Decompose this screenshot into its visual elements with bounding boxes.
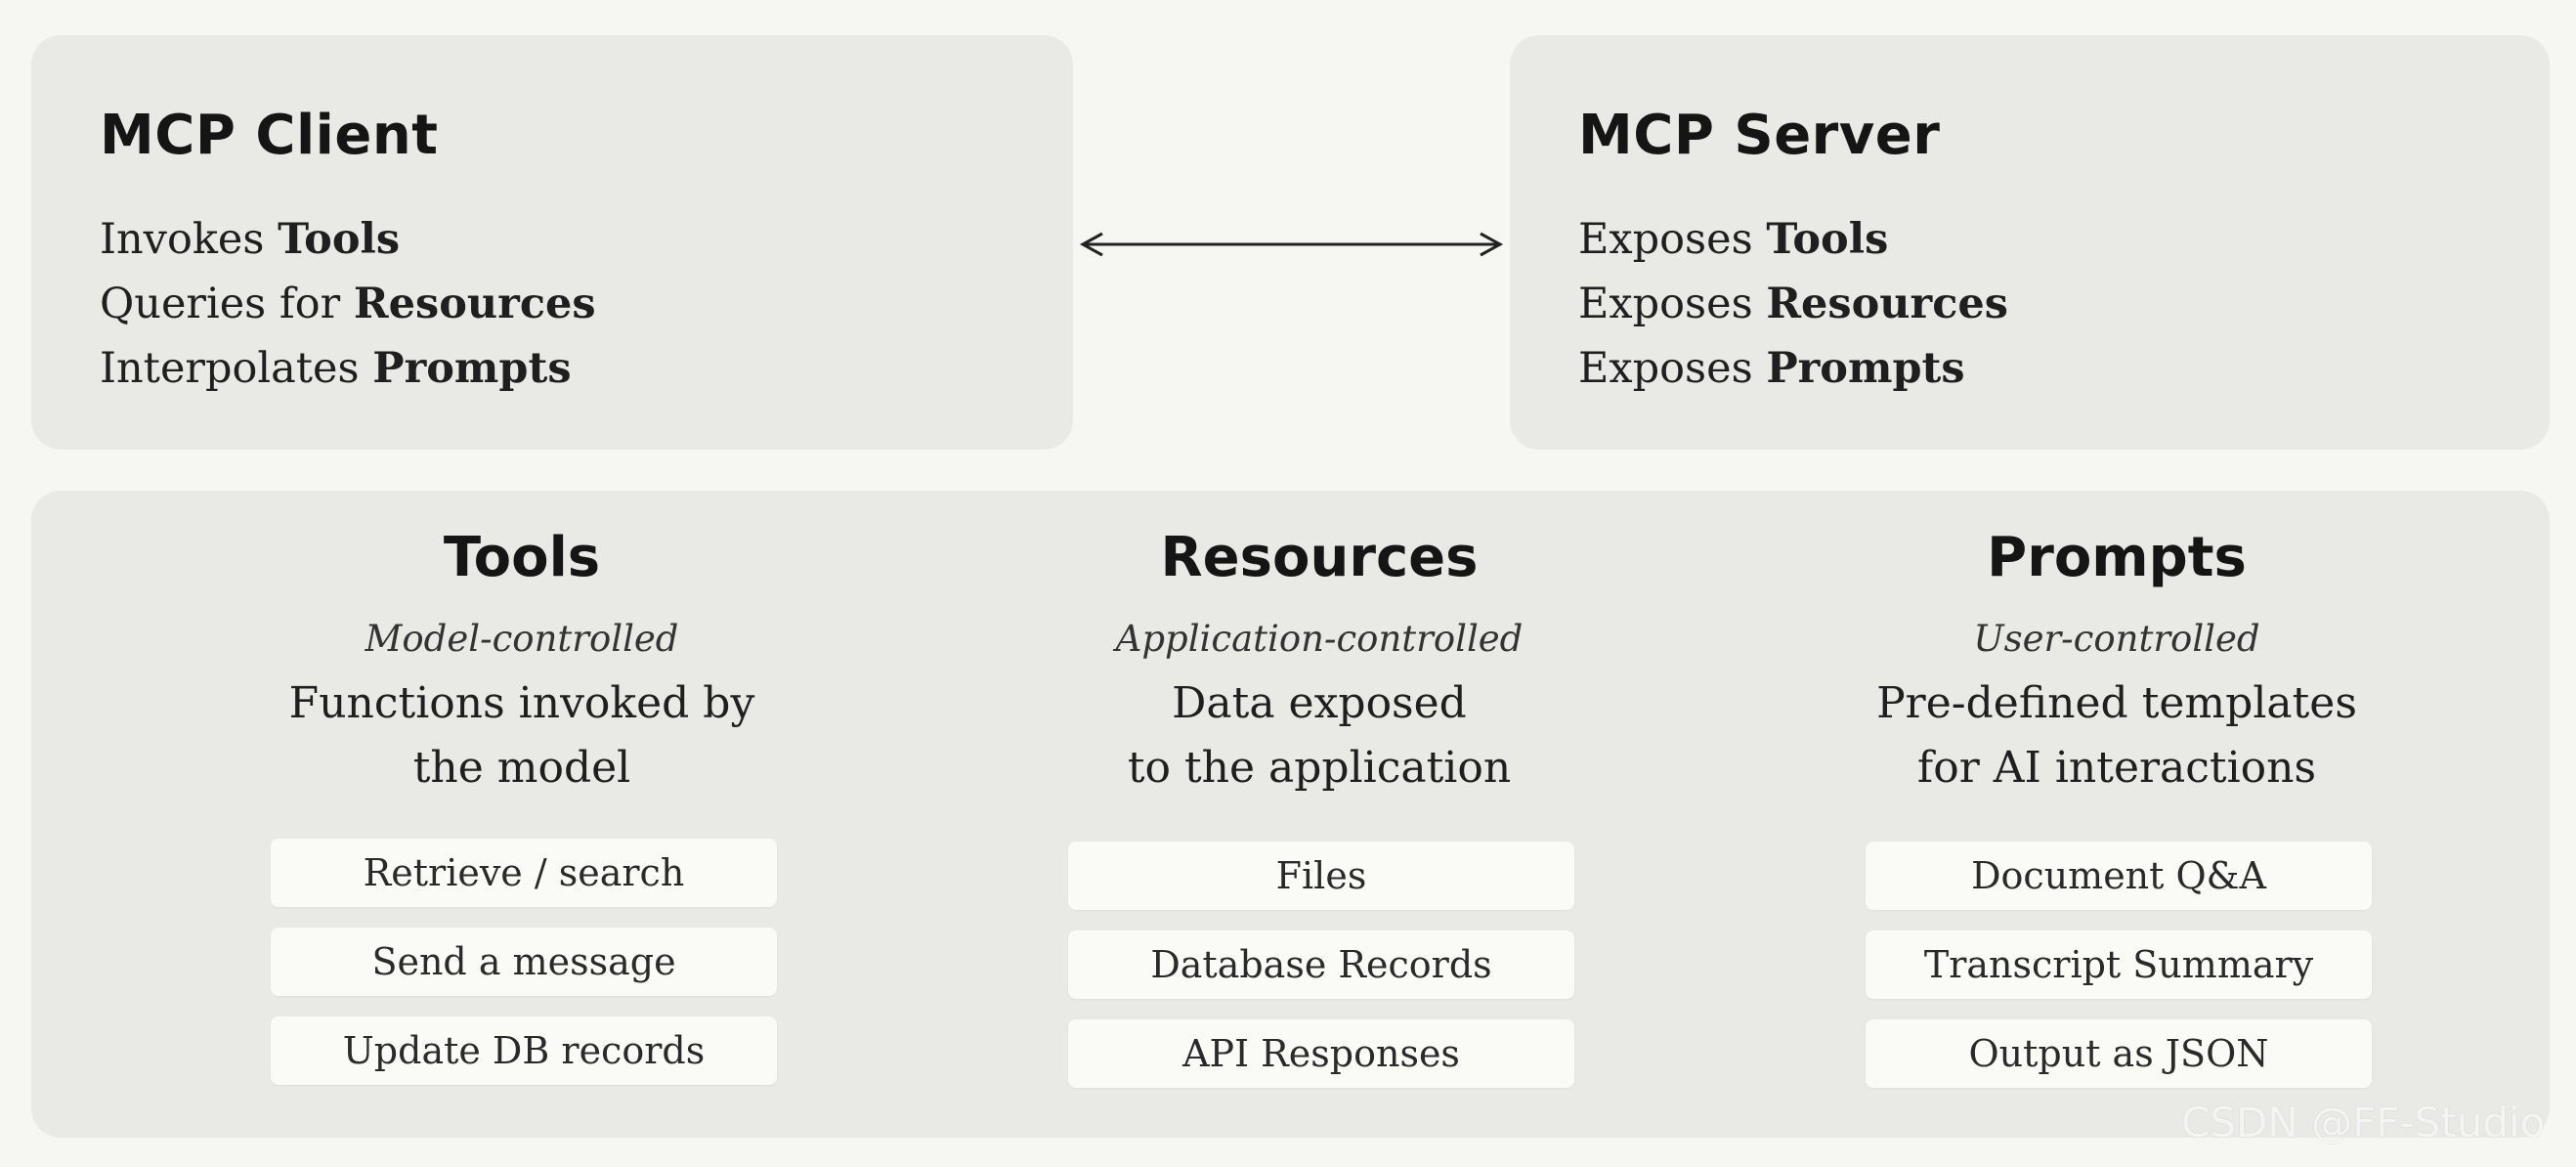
column-title: Tools xyxy=(443,526,601,589)
server-title: MCP Server xyxy=(1578,104,1941,167)
client-line-bold: Tools xyxy=(278,215,401,264)
example-item: Retrieve / search xyxy=(271,839,777,907)
client-line-prefix: Queries for xyxy=(100,280,354,328)
server-line-bold: Tools xyxy=(1766,215,1889,264)
example-item: Send a message xyxy=(271,928,777,996)
column-description: Pre-defined templates for AI interaction… xyxy=(1765,671,2469,800)
description-line: Data exposed xyxy=(1172,678,1467,728)
primitives-panel: Tools Model-controlled Functions invoked… xyxy=(31,491,2550,1138)
example-item: Transcript Summary xyxy=(1866,930,2372,999)
example-item: Files xyxy=(1068,842,1574,910)
server-line: Exposes Prompts xyxy=(1578,336,2008,401)
description-line: for AI interactions xyxy=(1916,743,2317,793)
server-line-prefix: Exposes xyxy=(1578,215,1767,264)
server-line-bold: Resources xyxy=(1766,280,2008,328)
bidirectional-arrow xyxy=(1079,232,1504,257)
column-title: Prompts xyxy=(1987,526,2247,589)
description-line: the model xyxy=(412,743,631,793)
column-description: Functions invoked by the model xyxy=(170,671,874,800)
description-line: Pre-defined templates xyxy=(1876,678,2357,728)
client-line-bold: Resources xyxy=(353,280,596,328)
example-item: API Responses xyxy=(1068,1019,1574,1088)
mcp-server-panel: MCP Server Exposes Tools Exposes Resourc… xyxy=(1510,35,2550,450)
client-line: Queries for Resources xyxy=(100,272,596,336)
control-label: Application-controlled xyxy=(1115,618,1524,660)
server-line-bold: Prompts xyxy=(1766,344,1965,393)
control-label: User-controlled xyxy=(1973,618,2260,660)
client-line-prefix: Interpolates xyxy=(100,344,373,393)
example-item: Document Q&A xyxy=(1866,842,2372,910)
server-line: Exposes Resources xyxy=(1578,272,2008,336)
server-line-prefix: Exposes xyxy=(1578,280,1767,328)
example-item: Database Records xyxy=(1068,930,1574,999)
column-title: Resources xyxy=(1160,526,1479,589)
server-line: Exposes Tools xyxy=(1578,207,2008,272)
client-title: MCP Client xyxy=(100,104,439,167)
watermark: CSDN @FF-Studio xyxy=(2181,1099,2546,1146)
control-label: Model-controlled xyxy=(365,618,679,660)
example-item: Update DB records xyxy=(271,1016,777,1085)
server-capabilities: Exposes Tools Exposes Resources Exposes … xyxy=(1578,207,2008,401)
client-line: Interpolates Prompts xyxy=(100,336,596,401)
client-capabilities: Invokes Tools Queries for Resources Inte… xyxy=(100,207,596,401)
column-description: Data exposed to the application xyxy=(967,671,1671,800)
example-item: Output as JSON xyxy=(1866,1019,2372,1088)
mcp-client-panel: MCP Client Invokes Tools Queries for Res… xyxy=(31,35,1073,450)
client-line-bold: Prompts xyxy=(372,344,572,393)
server-line-prefix: Exposes xyxy=(1578,344,1767,393)
description-line: Functions invoked by xyxy=(288,678,755,728)
client-line-prefix: Invokes xyxy=(100,215,279,264)
client-line: Invokes Tools xyxy=(100,207,596,272)
description-line: to the application xyxy=(1127,743,1512,793)
